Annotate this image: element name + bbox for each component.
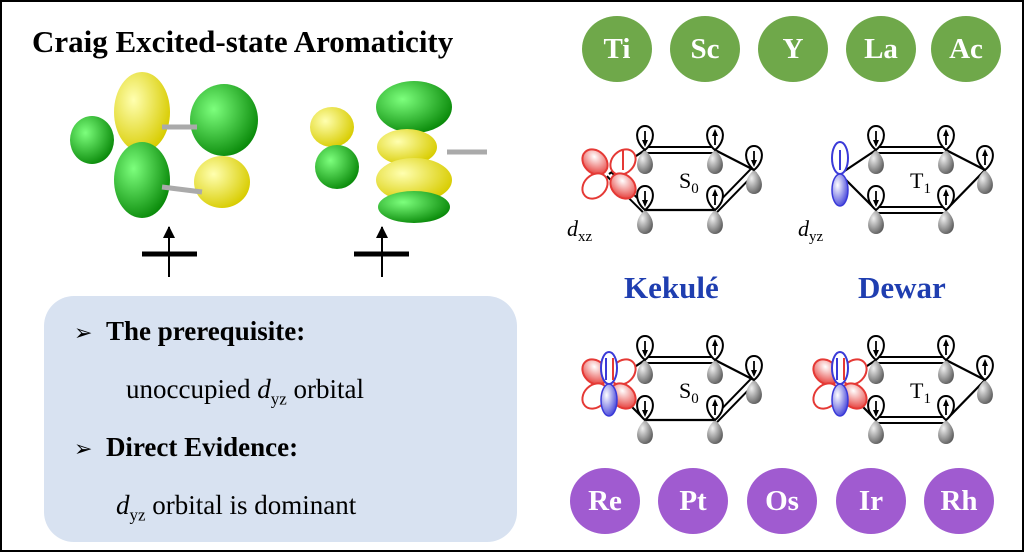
p-orbital	[706, 184, 724, 234]
ring-diagram-4: T1	[812, 334, 994, 444]
state-label: T1	[910, 378, 931, 407]
ring-diagram-2: T1 dyz	[798, 124, 994, 245]
kekule-label: Kekulé	[624, 270, 719, 305]
dewar-label: Dewar	[858, 270, 946, 305]
p-orbital	[706, 124, 724, 174]
p-orbital	[636, 184, 654, 234]
prerequisite-heading: The prerequisite:	[105, 316, 306, 346]
summary-box: ➢ The prerequisite: unoccupied dyz orbit…	[44, 296, 517, 542]
p-orbital	[867, 394, 885, 444]
p-orbital	[937, 184, 955, 234]
p-orbital	[976, 144, 994, 194]
p-orbital	[867, 334, 885, 384]
p-orbital	[976, 354, 994, 404]
energy-level-2	[354, 226, 409, 277]
orbital-label: dyz	[798, 216, 824, 245]
p-orbital	[937, 124, 955, 174]
p-orbital	[636, 394, 654, 444]
state-label: T1	[910, 168, 931, 197]
metal-d-orbital-icon	[812, 351, 868, 417]
metal-d-orbital-icon	[831, 141, 849, 207]
metal-badge-rh: Rh	[924, 468, 994, 534]
metal-badge-re: Re	[570, 468, 640, 534]
p-orbital	[706, 334, 724, 384]
metal-d-orbital-icon	[581, 351, 637, 417]
p-orbital	[636, 124, 654, 174]
p-orbital	[636, 334, 654, 384]
p-orbital	[706, 394, 724, 444]
p-orbital	[867, 124, 885, 174]
metal-badge-ti: Ti	[582, 16, 652, 82]
metal-badge-ir: Ir	[836, 468, 906, 534]
molecular-orbital-2	[310, 81, 487, 223]
energy-level-1	[142, 226, 197, 277]
evidence-text: dyz orbital is dominant	[116, 490, 357, 525]
bullet-icon: ➢	[74, 320, 93, 345]
state-label: S0	[679, 378, 699, 407]
p-orbital	[937, 394, 955, 444]
molecular-orbital-1	[70, 72, 258, 218]
ring-diagram-3: S0	[581, 334, 763, 444]
ring-diagram-1: S0 dxz	[567, 124, 763, 245]
orbital-label: dxz	[567, 216, 593, 245]
state-label: S0	[679, 168, 699, 197]
metal-badge-sc: Sc	[670, 16, 740, 82]
p-orbital	[745, 144, 763, 194]
metal-badge-ac: Ac	[931, 16, 1001, 82]
metal-badge-y: Y	[758, 16, 828, 82]
p-orbital	[867, 184, 885, 234]
evidence-heading: Direct Evidence:	[105, 432, 299, 462]
prerequisite-text: unoccupied dyz orbital	[126, 374, 364, 409]
p-orbital	[937, 334, 955, 384]
title: Craig Excited-state Aromaticity	[32, 24, 454, 59]
bullet-icon: ➢	[74, 436, 93, 461]
metal-badge-la: La	[846, 16, 916, 82]
p-orbital	[745, 354, 763, 404]
metal-badge-os: Os	[747, 468, 817, 534]
metal-d-orbital-icon	[581, 148, 637, 200]
metal-badge-pt: Pt	[658, 468, 728, 534]
